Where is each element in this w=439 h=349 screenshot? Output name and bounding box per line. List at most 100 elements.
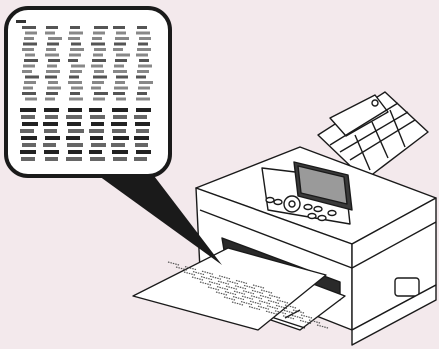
pattern-cell [46, 26, 58, 29]
pattern-cell [93, 54, 103, 57]
pattern-cell [138, 87, 150, 90]
pattern-bar [112, 108, 128, 112]
pattern-cell [115, 37, 129, 40]
pattern-cell [48, 59, 60, 62]
pattern-marker [16, 20, 26, 23]
pattern-cell [68, 59, 78, 62]
pattern-bar [21, 136, 37, 140]
pattern-cell [45, 98, 55, 101]
pattern-bar [68, 129, 84, 133]
pattern-bar [111, 122, 127, 126]
pattern-cell [71, 65, 85, 68]
pattern-cell [46, 70, 60, 73]
pattern-cell [70, 70, 82, 73]
pattern-bar [90, 157, 105, 161]
pattern-bar [136, 150, 151, 154]
pattern-cell [92, 37, 102, 40]
pattern-bar [113, 136, 129, 140]
pattern-cell [91, 87, 101, 90]
pattern-cell [137, 48, 151, 51]
pattern-cell [25, 76, 39, 79]
pattern-bar [134, 157, 147, 161]
pattern-cell [114, 87, 128, 90]
pattern-cell [46, 92, 58, 95]
pattern-bar [135, 122, 150, 126]
pattern-bar [112, 129, 126, 133]
pattern-cell [22, 26, 36, 29]
pattern-bar [22, 143, 36, 147]
pattern-cell [68, 81, 82, 84]
pattern-bar [20, 150, 36, 154]
pattern-bar [20, 129, 34, 133]
pattern-cell [23, 65, 35, 68]
pattern-cell [136, 76, 146, 79]
pattern-bar [66, 157, 82, 161]
pattern-cell [24, 37, 34, 40]
pattern-cell [136, 98, 150, 101]
pattern-cell [91, 43, 105, 46]
pattern-cell [113, 48, 123, 51]
pattern-cell [70, 92, 80, 95]
pattern-cell [92, 81, 104, 84]
pattern-cell [116, 54, 130, 57]
pattern-cell [93, 32, 105, 35]
pattern-cell [136, 54, 148, 57]
pattern-bar [91, 122, 104, 126]
pattern-cell [70, 48, 84, 51]
pattern-bar [44, 129, 57, 133]
pattern-bar [135, 143, 148, 147]
pattern-bar [44, 150, 59, 154]
pattern-cell [71, 43, 81, 46]
pattern-cell [93, 76, 107, 79]
pattern-cell [45, 76, 57, 79]
pattern-cell [113, 92, 125, 95]
pattern-bar [20, 108, 36, 112]
pattern-cell [115, 81, 125, 84]
pattern-cell [25, 32, 37, 35]
pattern-cell [71, 87, 83, 90]
pattern-cell [47, 43, 59, 46]
pattern-cell [25, 54, 35, 57]
pattern-cell [69, 98, 83, 101]
pattern-bar [113, 157, 127, 161]
pattern-cell [113, 70, 127, 73]
pattern-bar [21, 115, 35, 119]
pattern-bar [91, 143, 106, 147]
pattern-bar [44, 108, 59, 112]
pattern-cell [116, 76, 128, 79]
pattern-cell [25, 98, 37, 101]
pattern-cell [22, 70, 32, 73]
pattern-cell [139, 81, 153, 84]
pattern-bar [43, 143, 56, 147]
pattern-bar [67, 122, 81, 126]
pattern-cell [45, 32, 55, 35]
pattern-cell [137, 92, 147, 95]
pattern-cell [46, 48, 56, 51]
pattern-cell [116, 98, 126, 101]
pattern-cell [91, 65, 103, 68]
pattern-bar [89, 150, 102, 154]
pattern-cell [137, 70, 149, 73]
pattern-bar [45, 115, 58, 119]
pattern-bar [68, 150, 82, 154]
pattern-cell [92, 59, 106, 62]
pattern-bar [21, 157, 35, 161]
pattern-cell [47, 87, 61, 90]
pattern-cell [138, 65, 152, 68]
pattern-cell [94, 92, 108, 95]
pattern-cell [138, 43, 148, 46]
pattern-cell [94, 70, 104, 73]
pattern-bar [89, 129, 104, 133]
pattern-cell [68, 37, 80, 40]
pattern-cell [93, 98, 105, 101]
pattern-bar [68, 108, 82, 112]
pattern-cell [69, 32, 83, 35]
pattern-cell [45, 54, 59, 57]
pattern-bar [90, 115, 105, 119]
pattern-bar [113, 115, 127, 119]
pattern-cell [48, 37, 62, 40]
pattern-cell [23, 43, 37, 46]
pattern-cell [114, 65, 124, 68]
pattern-cell [94, 48, 106, 51]
